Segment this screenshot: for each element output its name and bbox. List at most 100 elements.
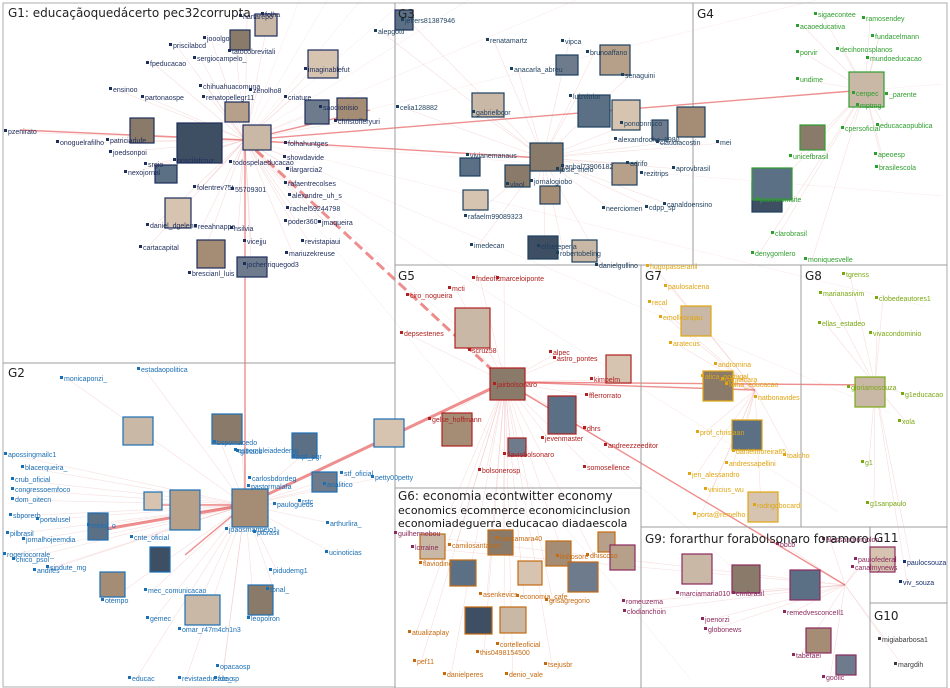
node-label[interactable]: gemec	[150, 616, 172, 623]
node-avatar[interactable]	[609, 544, 636, 571]
node-avatar[interactable]	[471, 92, 505, 118]
node-label[interactable]: assembleiadedemg	[238, 448, 299, 455]
node-avatar[interactable]	[373, 418, 405, 448]
node-label[interactable]: fflerrorrato	[589, 393, 621, 400]
node-avatar[interactable]	[680, 305, 712, 337]
node-label[interactable]: alica_portugal	[705, 374, 749, 381]
node-avatar[interactable]	[242, 124, 272, 151]
node-label[interactable]: prof_christaan	[700, 430, 744, 437]
node-label[interactable]: unicefbrasil	[793, 154, 829, 161]
node-avatar[interactable]	[555, 54, 579, 76]
node-label[interactable]: canaldoensino	[667, 202, 712, 209]
node-label[interactable]: goolic	[826, 675, 845, 682]
node-label[interactable]: chico_psol	[16, 557, 50, 564]
node-avatar[interactable]	[731, 419, 763, 451]
node-avatar[interactable]	[504, 164, 531, 188]
node-avatar[interactable]	[869, 546, 896, 573]
node-label[interactable]: apossingmailc1	[8, 452, 56, 459]
node-label[interactable]: omar_r47m4ch1n3	[182, 627, 241, 634]
node-label[interactable]: josie_melo	[559, 167, 594, 174]
node-label[interactable]: showdavide	[287, 155, 324, 162]
node-avatar[interactable]	[507, 437, 527, 457]
node-label[interactable]: fde_sp	[218, 676, 239, 683]
node-label[interactable]: danielmoreira65	[736, 449, 786, 456]
node-avatar[interactable]	[539, 185, 561, 205]
node-avatar[interactable]	[304, 99, 330, 125]
node-label[interactable]: neerciomen	[606, 206, 643, 213]
node-label[interactable]: gloriamosouza	[851, 385, 897, 392]
node-label[interactable]: depsestenes	[404, 331, 444, 338]
node-label[interactable]: cnte_oficial	[134, 535, 169, 542]
node-label[interactable]: remedvesconceIl1	[787, 610, 844, 617]
node-label[interactable]: plurelesmsite	[760, 197, 801, 204]
node-label[interactable]: claudiacostin	[660, 140, 701, 147]
node-label[interactable]: jochenriquegod3	[246, 262, 299, 269]
node-label[interactable]: linhosore	[560, 554, 589, 561]
node-label[interactable]: pilbrasil	[10, 531, 34, 538]
node-label[interactable]: jairbolsonaro	[496, 382, 537, 389]
node-label[interactable]: cenpec	[856, 91, 879, 98]
node-label[interactable]: melo|_o	[91, 523, 116, 530]
node-label[interactable]: toalcho	[787, 453, 810, 460]
node-label[interactable]: paulogueds	[277, 502, 314, 509]
node-label[interactable]: natbonavides	[758, 395, 800, 402]
node-avatar[interactable]	[545, 540, 572, 567]
node-avatar[interactable]	[487, 529, 514, 556]
node-avatar[interactable]	[567, 561, 599, 593]
node-avatar[interactable]	[805, 627, 832, 654]
node-label[interactable]: tsejusbr	[548, 662, 573, 669]
node-avatar[interactable]	[291, 432, 318, 459]
node-label[interactable]: portalusel	[40, 517, 71, 524]
node-label[interactable]: andromina	[718, 362, 751, 369]
node-label[interactable]: todospelaeducacao	[233, 160, 294, 167]
node-label[interactable]: brescianl_luis	[192, 271, 235, 278]
node-label[interactable]: folha	[265, 12, 280, 19]
node-label[interactable]: nexojornal	[128, 170, 161, 177]
node-label[interactable]: educac	[132, 676, 155, 683]
node-avatar[interactable]	[307, 49, 339, 79]
node-avatar[interactable]	[154, 164, 178, 184]
node-label[interactable]: undime	[800, 77, 823, 84]
node-label[interactable]: gabrielbcor	[476, 110, 511, 117]
node-avatar[interactable]	[176, 122, 223, 164]
node-label[interactable]: chihuahuacomuna	[203, 84, 260, 91]
node-label[interactable]: jornalogiobo	[533, 179, 572, 186]
node-label[interactable]: alepgotti	[378, 29, 405, 36]
node-label[interactable]: canalmynews	[855, 565, 898, 572]
node-label[interactable]: economia_cafe	[520, 594, 568, 601]
node-avatar[interactable]	[454, 307, 491, 349]
node-label[interactable]: mei	[720, 140, 732, 147]
node-label[interactable]: mptmg	[860, 103, 882, 110]
node-label[interactable]: priscilabcd	[173, 43, 206, 50]
node-label[interactable]: rstc	[302, 499, 314, 506]
node-label[interactable]: ptbrasil	[257, 530, 280, 537]
node-label[interactable]: astro_pontes	[557, 356, 598, 363]
node-avatar[interactable]	[499, 606, 527, 634]
node-label[interactable]: porvir	[800, 50, 818, 57]
node-label[interactable]: danielcara	[725, 377, 757, 384]
node-label[interactable]: renatamartz	[490, 38, 528, 45]
node-label[interactable]: margdih	[898, 662, 923, 669]
node-label[interactable]: cdpp_sp	[649, 205, 676, 212]
node-label[interactable]: onoguelrafilho	[60, 140, 104, 147]
node-avatar[interactable]	[676, 106, 706, 138]
node-label[interactable]: aoalitico	[327, 482, 353, 489]
node-label[interactable]: senaguini	[625, 73, 655, 80]
node-label[interactable]: bolsonerosp	[482, 468, 520, 475]
node-label[interactable]: blacerqueira_	[25, 465, 68, 472]
node-label[interactable]: andreezzeeditor	[608, 443, 659, 450]
node-label[interactable]: imaginablefut	[308, 67, 350, 74]
node-label[interactable]: andressapellini	[729, 461, 776, 468]
node-avatar[interactable]	[702, 370, 734, 402]
node-label[interactable]: this0498154500	[480, 650, 530, 657]
node-label[interactable]: cpersoficial	[845, 126, 880, 133]
node-label[interactable]: flaviobolsonaro	[507, 452, 554, 459]
node-label[interactable]: paulocsouza	[907, 560, 946, 567]
node-avatar[interactable]	[143, 491, 163, 511]
node-label[interactable]: gelse_hoffmann	[432, 417, 482, 424]
node-label[interactable]: jooolgo	[206, 36, 230, 43]
node-label[interactable]: joaosmarmeio1	[228, 527, 277, 534]
node-avatar[interactable]	[854, 376, 886, 408]
node-label[interactable]: sindute_mg	[50, 565, 86, 572]
node-label[interactable]: bbcb	[780, 542, 795, 549]
